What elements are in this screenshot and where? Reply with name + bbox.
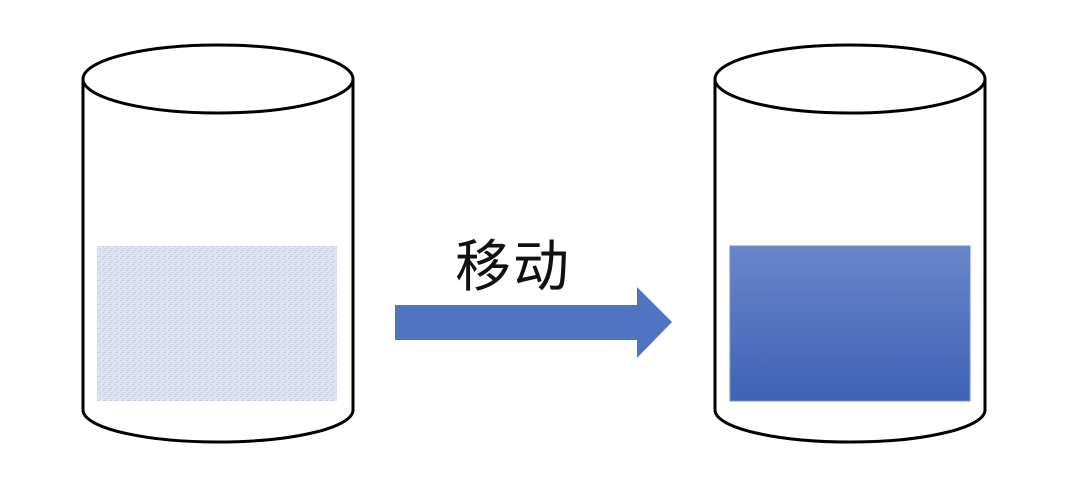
source-cylinder	[81, 43, 355, 444]
arrow-label: 移动	[455, 235, 571, 300]
right-arrow-icon	[395, 287, 672, 358]
target-data-block	[729, 245, 971, 402]
target-cylinder-top	[713, 43, 987, 115]
move-arrow	[395, 287, 672, 358]
source-data-block	[97, 246, 337, 401]
target-cylinder	[713, 43, 987, 444]
source-cylinder-top	[81, 43, 355, 115]
